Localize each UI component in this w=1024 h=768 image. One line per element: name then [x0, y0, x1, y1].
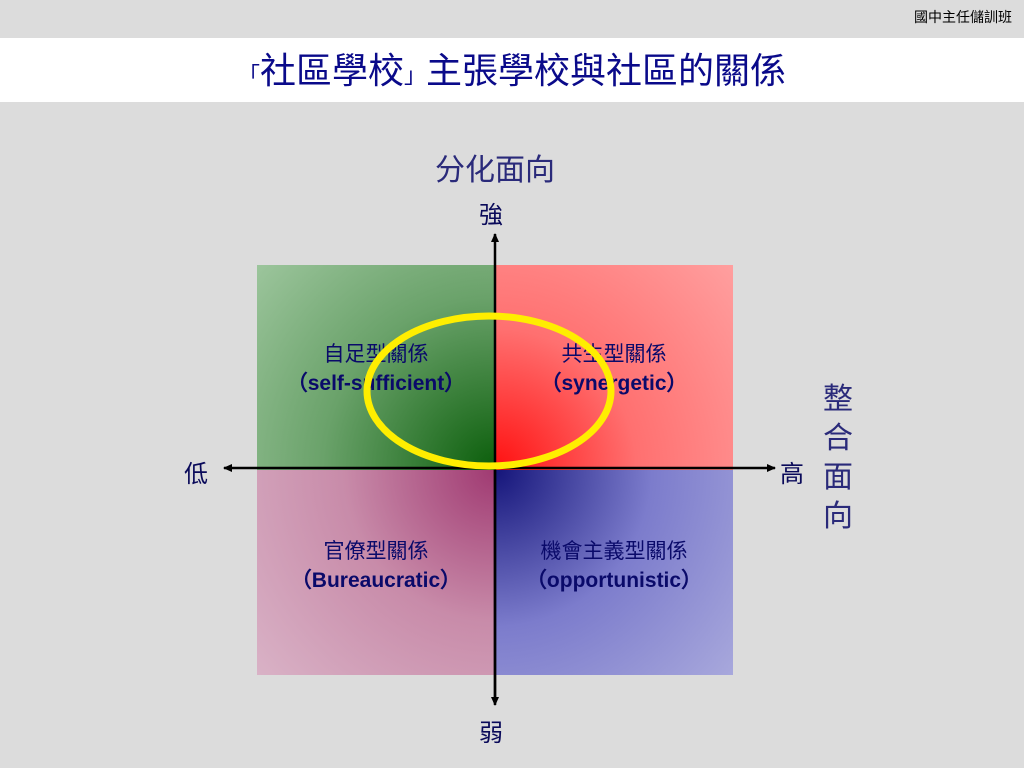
- quadrant-label-en: （synergetic）: [540, 372, 688, 395]
- horizontal-axis-title-char: 面: [823, 460, 853, 495]
- quadrant-top-right: [495, 265, 733, 470]
- quadrant-label-bureaucratic: 官僚型關係 （Bureaucratic）: [265, 537, 487, 595]
- horizontal-axis-title-char: 向: [823, 499, 853, 534]
- quadrant-label-synergetic: 共生型關係 （synergetic）: [503, 340, 725, 398]
- quadrant-label-zh: 官僚型關係: [323, 539, 429, 563]
- slide-title: 「社區學校」主張學校與社區的關係: [0, 52, 1024, 97]
- quadrant-bottom-right: [495, 470, 733, 675]
- horizontal-axis-title: 整 合 面 向: [810, 380, 866, 536]
- quadrant-label-en: （self-sufficient）: [286, 372, 466, 395]
- horizontal-axis-title-char: 整: [823, 382, 853, 417]
- title-bar: [0, 38, 1024, 102]
- title-rest: 主張學校與社區的關係: [426, 51, 787, 92]
- title-close-bracket: 」: [404, 64, 427, 89]
- title-open-bracket: 「: [237, 64, 260, 89]
- vertical-axis-top-label: 強: [479, 201, 503, 229]
- quadrant-label-en: （Bureaucratic）: [290, 569, 462, 592]
- quadrant-bottom-left: [257, 470, 495, 675]
- quadrant-label-zh: 機會主義型關係: [540, 539, 688, 563]
- vertical-axis-title: 分化面向: [435, 153, 555, 188]
- horizontal-axis-right-label: 高: [780, 460, 804, 488]
- title-main: 社區學校: [259, 51, 404, 92]
- quadrant-label-en: （opportunistic）: [525, 569, 703, 592]
- quadrant-label-opportunistic: 機會主義型關係 （opportunistic）: [500, 537, 728, 595]
- org-label: 國中主任儲訓班: [914, 10, 1012, 26]
- horizontal-axis-left-label: 低: [184, 460, 208, 488]
- horizontal-axis-title-char: 合: [823, 421, 853, 456]
- highlight-ellipse: [363, 312, 615, 470]
- quadrant-label-zh: 共生型關係: [561, 342, 667, 366]
- vertical-axis-bottom-label: 弱: [479, 719, 503, 747]
